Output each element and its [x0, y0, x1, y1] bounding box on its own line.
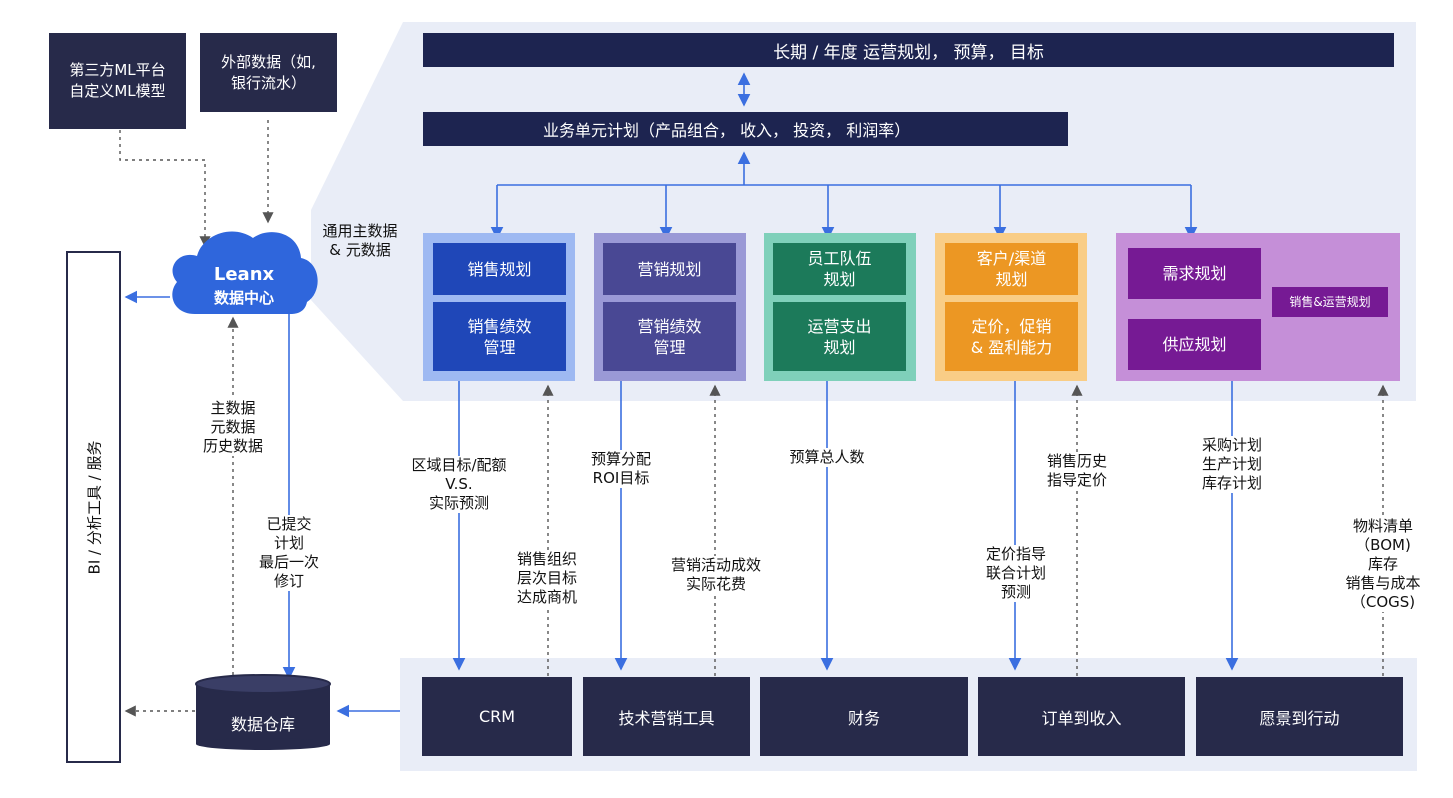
opex-planning-tile: 运营支出 规划: [773, 302, 906, 371]
third-party-ml-box: 第三方ML平台 自定义ML模型: [49, 33, 186, 129]
martech-box: 技术营销工具: [583, 677, 750, 756]
marketing-planning-tile: 营销规划: [603, 243, 736, 295]
warehouse-label: 数据仓库: [230, 715, 295, 734]
bi-tools-box: BI / 分析工具 / 服务: [66, 251, 121, 763]
marketing-performance-tile: 营销绩效 管理: [603, 302, 736, 371]
cloud-subtitle: 数据中心: [213, 289, 274, 307]
campaign-spend-label: 营销活动成效 实际花费: [660, 556, 772, 594]
supply-planning-tile: 供应规划: [1128, 319, 1261, 370]
region-target-label: 区域目标/配额 V.S. 实际预测: [398, 456, 520, 513]
crm-box: CRM: [422, 677, 572, 756]
business-unit-plan-bar: 业务单元计划（产品组合， 收入， 投资， 利润率）: [423, 112, 1068, 146]
finance-box: 财务: [760, 677, 968, 756]
customer-channel-tile: 客户/渠道 规划: [945, 243, 1078, 295]
procurement-plan-label: 采购计划 生产计划 库存计划: [1194, 436, 1270, 493]
submitted-plan-label: 已提交 计划 最后一次 修订: [250, 515, 328, 591]
demand-planning-tile: 需求规划: [1128, 248, 1261, 299]
master-data-label: 主数据 元数据 历史数据: [196, 399, 270, 456]
cloud-title: Leanx: [213, 264, 275, 285]
cloud-icon: [172, 231, 318, 314]
sales-org-label: 销售组织 层次目标 达成商机: [507, 550, 587, 607]
pricing-guidance-label: 定价指导 联合计划 预测: [978, 545, 1054, 602]
sop-planning-tile: 销售&运营规划: [1272, 287, 1388, 317]
external-data-box: 外部数据（如, 银行流水）: [200, 33, 337, 112]
warehouse-cylinder: [195, 674, 331, 750]
sales-planning-tile: 销售规划: [433, 243, 566, 295]
workforce-planning-tile: 员工队伍 规划: [773, 243, 906, 295]
common-master-data-label: 通用主数据 & 元数据: [322, 222, 398, 259]
pricing-promotion-tile: 定价，促销 & 盈利能力: [945, 302, 1078, 371]
bi-tools-label: BI / 分析工具 / 服务: [85, 440, 103, 574]
vision-to-action-box: 愿景到行动: [1196, 677, 1403, 756]
headcount-budget-label: 预算总人数: [781, 448, 873, 467]
sales-performance-tile: 销售绩效 管理: [433, 302, 566, 371]
bom-cogs-label: 物料清单 （BOM) 库存 销售与成本 （COGS): [1334, 517, 1432, 612]
budget-allocation-label: 预算分配 ROI目标: [581, 450, 661, 488]
long-term-plan-bar: 长期 / 年度 运营规划， 预算， 目标: [423, 33, 1394, 67]
sales-history-label: 销售历史 指导定价: [1038, 452, 1116, 490]
order-to-cash-box: 订单到收入: [978, 677, 1185, 756]
